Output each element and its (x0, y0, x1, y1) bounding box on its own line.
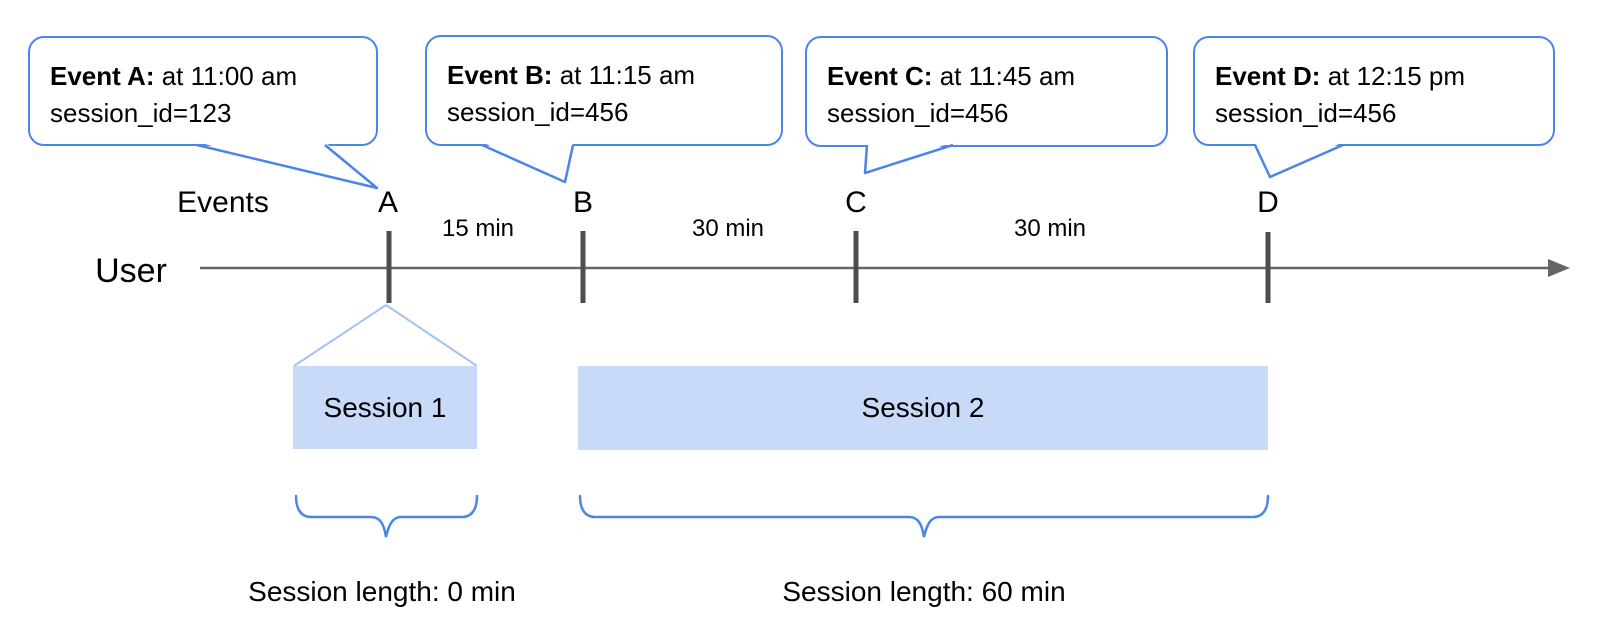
session-2-label: Session 2 (861, 392, 985, 423)
brace-session1-icon (294, 494, 479, 538)
event-c-time: at 11:45 am (932, 61, 1076, 91)
event-letter-a: A (377, 186, 399, 219)
speech-tail-a-icon (196, 142, 379, 190)
event-a-time: at 11:00 am (154, 61, 298, 91)
event-d-line1: Event D: at 12:15 pm (1215, 58, 1537, 95)
session-2-box: Session 2 (578, 366, 1268, 450)
events-axis-label: Events (177, 186, 269, 219)
event-c-title: Event C: (827, 61, 933, 91)
event-a-title: Event A: (50, 61, 155, 91)
timeline-arrowhead-icon (1548, 259, 1570, 277)
speech-tail-d-icon (1253, 142, 1344, 179)
event-a-line1: Event A: at 11:00 am (50, 58, 360, 95)
funnel-lines-session1 (293, 304, 478, 367)
interval-b-c-label: 30 min (691, 215, 765, 242)
event-d-time: at 12:15 pm (1320, 61, 1466, 91)
event-b-time: at 11:15 am (552, 60, 696, 90)
event-letter-d: D (1257, 186, 1279, 219)
brace-session2-icon (578, 494, 1270, 538)
session-1-label: Session 1 (323, 391, 447, 423)
event-b-bubble: Event B: at 11:15 am session_id=456 (425, 35, 783, 146)
event-c-bubble: Event C: at 11:45 am session_id=456 (805, 36, 1168, 147)
interval-a-b-label: 15 min (441, 215, 515, 242)
user-axis-label: User (95, 252, 167, 290)
event-tick-marks (386, 231, 1271, 303)
speech-tail-b-icon (481, 142, 575, 184)
interval-c-d-label: 30 min (1013, 215, 1087, 242)
user-timeline (200, 259, 1570, 277)
event-letter-b: B (572, 186, 594, 219)
event-c-line1: Event C: at 11:45 am (827, 58, 1150, 95)
event-d-title: Event D: (1215, 61, 1321, 91)
session-2-length-label: Session length: 60 min (782, 576, 1066, 607)
event-b-session-id: session_id=456 (447, 97, 629, 127)
event-d-session-id: session_id=456 (1215, 98, 1397, 128)
event-a-session-id: session_id=123 (50, 98, 232, 128)
session-1-length-label: Session length: 0 min (248, 576, 516, 607)
event-a-bubble: Event A: at 11:00 am session_id=123 (28, 36, 378, 146)
event-b-line1: Event B: at 11:15 am (447, 57, 765, 94)
event-letter-c: C (845, 186, 867, 219)
event-b-title: Event B: (447, 60, 553, 90)
event-d-bubble: Event D: at 12:15 pm session_id=456 (1193, 36, 1555, 146)
event-c-session-id: session_id=456 (827, 98, 1009, 128)
session-1-box: Session 1 (293, 366, 477, 449)
